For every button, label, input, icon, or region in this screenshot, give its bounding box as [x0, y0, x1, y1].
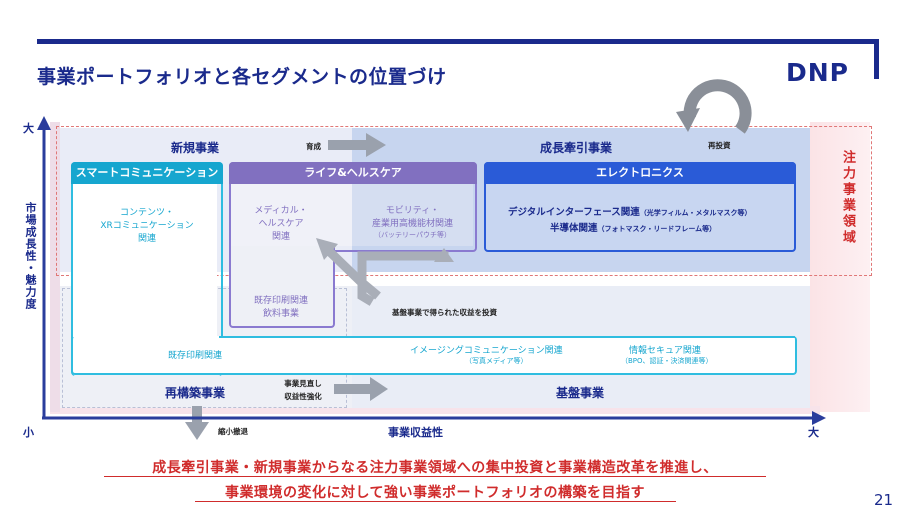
- y-axis-high: 大: [23, 122, 34, 135]
- smart-item-contents-l2: XRコミュニケーション: [100, 221, 194, 231]
- nurture-arrow-icon: [328, 133, 386, 157]
- smart-item-contents-l3: 関連: [137, 234, 156, 244]
- elec-item-semi-label: 半導体関連: [550, 223, 598, 234]
- conclusion-underline-2: [195, 501, 676, 502]
- elec-item-digital: デジタルインターフェース関連（光学フィルム・メタルマスク等）: [508, 204, 752, 218]
- header-rule-corner: [874, 39, 879, 79]
- smart-outline-top-ext: [219, 336, 795, 338]
- smart-item-imaging-sub: （写真メディア等）: [465, 357, 528, 365]
- shrink-label: 縮小撤退: [218, 427, 248, 436]
- life-right-fill: [352, 184, 473, 246]
- conclusion-line-1: 成長牽引事業・新規事業からなる注力事業領域への集中投資と事業構造改革を推進し、: [152, 460, 718, 476]
- life-item-medical-l3: 関連: [271, 232, 290, 242]
- dnp-logo: DNP: [786, 58, 849, 87]
- elec-item-digital-sub: （光学フィルム・メタルマスク等）: [639, 209, 752, 217]
- page-title: 事業ポートフォリオと各セグメントの位置づけ: [37, 66, 447, 88]
- x-axis: [42, 411, 826, 425]
- reinvest-label: 再投資: [708, 141, 731, 150]
- x-axis-high: 大: [808, 426, 819, 439]
- life-item-medical-l1: メディカル・: [254, 206, 308, 216]
- smart-inner-white: [73, 184, 217, 337]
- smart-header: スマートコミュニケーション: [71, 162, 223, 184]
- life-left-fill: [231, 184, 352, 246]
- review-label-l2: 収益性強化: [284, 392, 322, 401]
- label-growth: 成長牽引事業: [540, 141, 613, 155]
- label-new: 新規事業: [171, 141, 220, 155]
- elec-item-semi-sub: （フォトマスク・リードフレーム等）: [597, 225, 717, 233]
- life-item-legacy-l2: 飲料事業: [262, 309, 299, 319]
- label-restructure: 再構築事業: [165, 386, 226, 400]
- label-base: 基盤事業: [556, 386, 605, 400]
- smart-item-secure-sub: （BPO、認証・決済関連等）: [621, 357, 713, 365]
- focus-band-right: [810, 122, 870, 412]
- conclusion-line-2: 事業環境の変化に対して強い事業ポートフォリオの構築を目指す: [224, 485, 646, 501]
- reinvest-cycle-icon: [676, 79, 752, 134]
- life-item-mobility-sub: （バッテリーパウチ等）: [374, 231, 451, 239]
- elec-item-semi: 半導体関連（フォトマスク・リードフレーム等）: [550, 220, 716, 234]
- invest-arrow-icon: [316, 238, 454, 306]
- smart-item-contents-l1: コンテンツ・: [119, 208, 174, 218]
- header-rule: [37, 39, 879, 44]
- shrink-arrow-icon: [185, 406, 209, 440]
- life-item-medical-l2: ヘルスケア: [258, 219, 304, 229]
- elec-header: エレクトロニクス: [484, 162, 796, 184]
- elec-item-digital-label: デジタルインターフェース関連: [508, 207, 640, 218]
- nurture-label: 育成: [306, 142, 321, 151]
- page-number: 21: [874, 491, 894, 509]
- conclusion-underline-1: [104, 476, 766, 477]
- life-item-mobility-l1: モビリティ・: [385, 206, 440, 216]
- focus-area-outline: [56, 126, 872, 276]
- invest-label: 基盤事業で得られた収益を投資: [392, 308, 497, 317]
- smart-item-secure: 情報セキュア関連: [629, 346, 701, 356]
- focus-band-left: [50, 122, 60, 412]
- y-axis: [37, 116, 51, 418]
- life-item-legacy-l1: 既存印刷関連: [253, 296, 308, 306]
- smart-outline-bottom: [71, 336, 797, 375]
- review-arrow-icon: [334, 377, 388, 401]
- y-axis-low: 小: [23, 426, 34, 439]
- review-label-l1: 事業見直し: [284, 379, 322, 388]
- life-outline-lower: [229, 246, 335, 328]
- life-item-mobility-l2: 産業用高機能材関連: [371, 219, 453, 229]
- focus-band-bottom: [50, 406, 820, 414]
- x-axis-label: 事業収益性: [388, 426, 443, 439]
- smart-item-imaging: イメージングコミュニケーション関連: [410, 346, 563, 356]
- smart-item-legacy-print: 既存印刷関連: [168, 351, 223, 361]
- y-axis-label: 市場成長性・魅力度: [24, 202, 37, 310]
- life-header: ライフ&ヘルスケア: [229, 162, 477, 184]
- focus-area-label: 注力事業領域: [840, 150, 855, 246]
